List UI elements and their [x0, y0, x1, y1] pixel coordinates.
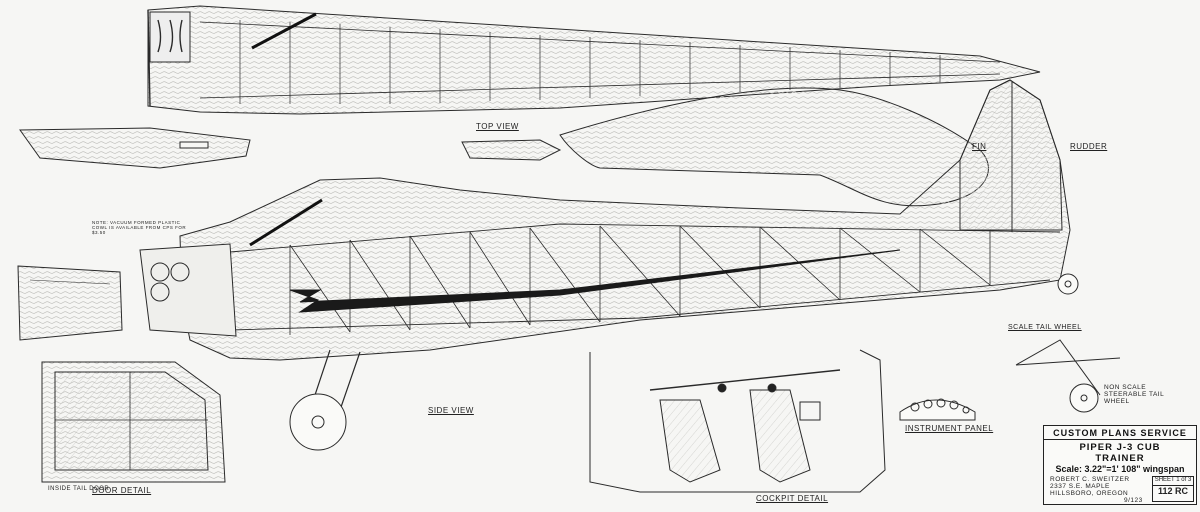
top-view-outline [147, 5, 1041, 115]
cockpit-detail-title: COCKPIT DETAIL [756, 494, 829, 503]
model-subtitle: TRAINER [1095, 453, 1145, 464]
inside-tail-door-note: INSIDE TAIL DOOR [48, 486, 110, 492]
plan-number: 112 RC [1153, 485, 1193, 496]
lightning-stripe [289, 249, 901, 313]
designer-name: ROBERT C. SWEITZER [1050, 476, 1130, 483]
tail-wheel-detail [1015, 339, 1121, 413]
instrument-panel [899, 398, 976, 421]
side-view-title: SIDE VIEW [428, 406, 474, 415]
elevator-plan [559, 87, 989, 207]
model-name: PIPER J-3 CUB [1079, 442, 1161, 453]
wing-tip-plan [17, 265, 123, 341]
instrument-panel-title: INSTRUMENT PANEL [905, 424, 994, 433]
fin-label: FIN [972, 142, 987, 151]
scale-label: Scale: 3.22"=1' 108" wingspan [1055, 464, 1185, 474]
door-detail [41, 361, 226, 483]
cockpit-detail [589, 349, 886, 493]
rudder-label: RUDDER [1070, 142, 1108, 151]
sheet-label: SHEET 1 of 3 [1154, 477, 1192, 483]
side-view [139, 79, 1079, 451]
company-name: CUSTOM PLANS SERVICE [1044, 428, 1196, 440]
cowl-note: NOTE: VACUUM FORMED PLASTIC COWL IS AVAI… [92, 220, 187, 235]
non-scale-tail-wheel-title: NON SCALE STEERABLE TAIL WHEEL [1104, 384, 1164, 405]
door-detail-title: DOOR DETAIL [92, 486, 152, 495]
scale-tail-wheel-title: SCALE TAIL WHEEL [1008, 324, 1082, 331]
stabilizer-plan [19, 127, 562, 169]
sheet-box: SHEET 1 of 3 112 RC [1152, 476, 1194, 502]
top-view-crossmembers [239, 20, 941, 104]
top-view-title: TOP VIEW [476, 122, 519, 131]
title-block: CUSTOM PLANS SERVICE PIPER J-3 CUB TRAIN… [1043, 425, 1197, 505]
designer-city: HILLSBORO, OREGON [1050, 490, 1129, 497]
drawing-date: 9/123 [1124, 497, 1143, 504]
designer-street: 2337 S.E. MAPLE [1050, 483, 1110, 490]
top-view [147, 5, 1041, 115]
